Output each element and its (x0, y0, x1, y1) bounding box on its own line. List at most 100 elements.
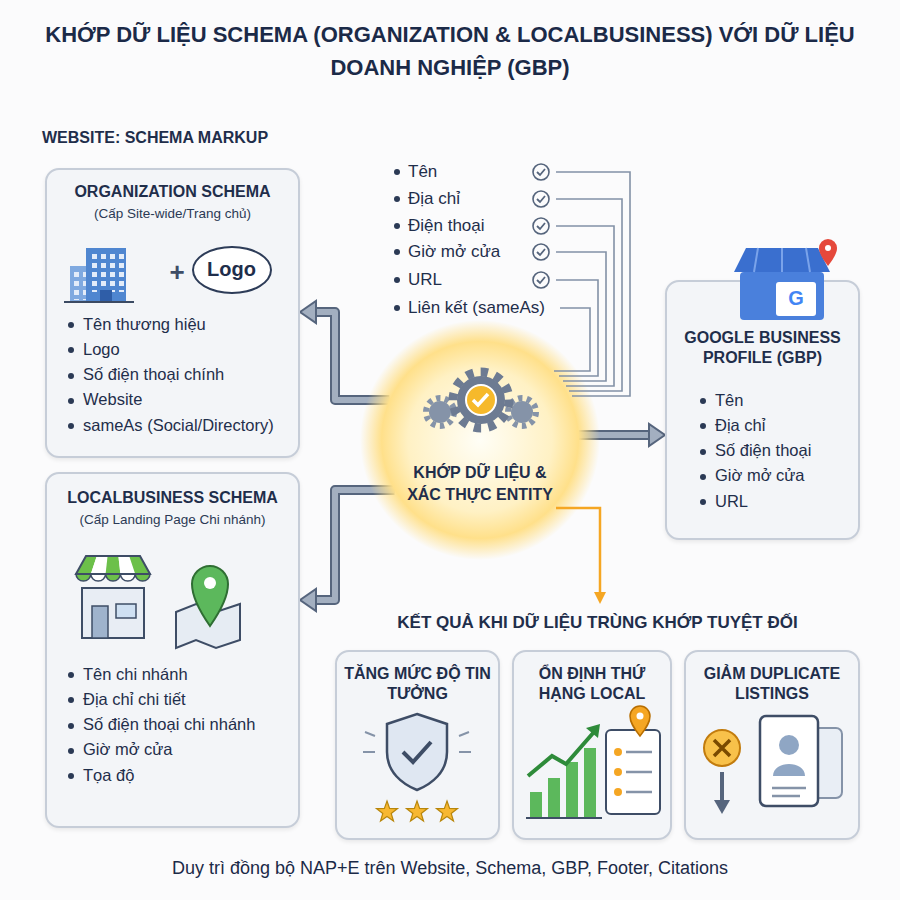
leader-lines-part (556, 226, 614, 386)
check-item: Giờ mở cửa (392, 241, 557, 263)
store-icon-part (106, 556, 121, 574)
logo-text: Logo (194, 257, 269, 282)
map-pin-icon (176, 566, 240, 648)
check-item: Tên (392, 161, 557, 183)
building-icon-part (86, 248, 126, 302)
building-icon (64, 248, 134, 302)
map-pin-icon-part (204, 577, 216, 589)
gbp-icon-part (776, 282, 816, 316)
store-icon-part (118, 556, 135, 574)
store-icon-part (82, 588, 144, 638)
logo-oval: Logo (192, 246, 272, 294)
gbp-icon-part (734, 248, 830, 272)
leader-lines-part (556, 280, 598, 376)
gbp-icon-part (819, 239, 837, 266)
diagram-caption: Duy trì đồng bộ NAP+E trên Website, Sche… (0, 857, 900, 880)
shield-icon-part (377, 801, 398, 821)
result-arrow-part (594, 592, 606, 604)
bullet-item: Tên chi nhánh (65, 664, 290, 684)
ranking-chart-icon-part (626, 771, 652, 774)
check-item: Điện thoại (392, 215, 557, 237)
leader-lines-part (554, 308, 590, 371)
building-icon-part (70, 266, 88, 302)
building-icon-part (88, 250, 124, 292)
result-card: ỔN ĐỊNH THỨ HẠNG LOCAL (512, 650, 672, 840)
ranking-chart-icon-part (584, 748, 596, 818)
shield-icon-part (437, 801, 458, 821)
plus-sign: + (165, 256, 189, 289)
schema-panel: LOCALBUSINESS SCHEMA (Cấp Landing Page Ch… (45, 472, 300, 828)
flow-arrow (300, 490, 395, 611)
building-icon-part (72, 270, 86, 300)
bullet-item: Giờ mở cửa (65, 739, 290, 759)
duplicate-icon-part (773, 764, 805, 776)
gear-icon-part (466, 385, 496, 415)
duplicate-icon-part (714, 740, 730, 756)
store-icon-part (106, 574, 121, 581)
store-icon-part (76, 556, 97, 574)
ranking-chart-icon-part (614, 788, 622, 796)
bullet-item: Logo (65, 339, 290, 359)
check-item: Liên kết (sameAs) (392, 297, 557, 319)
box-heading: GIẢM DUPLICATE LISTINGS (692, 664, 852, 704)
ranking-chart-icon-part (637, 713, 644, 720)
leader-lines-part (556, 252, 606, 381)
result-card: TĂNG MỨC ĐỘ TIN TƯỞNG (335, 650, 500, 840)
entity-circle: KHỚP DỮ LIỆU & XÁC THỰC ENTITY (380, 340, 580, 540)
store-icon-part (76, 556, 150, 574)
shield-icon-part (363, 732, 471, 752)
ranking-chart-icon-part (630, 706, 650, 736)
ranking-chart-icon-part (626, 751, 652, 754)
store-icon-part (76, 574, 91, 581)
store-icon-part (129, 556, 150, 574)
ranking-chart-icon-part (528, 732, 594, 776)
check-item: Địa chỉ (392, 188, 557, 210)
result-card: GIẢM DUPLICATE LISTINGS (684, 650, 860, 840)
bullet-item: Địa chỉ chi tiết (65, 689, 290, 709)
bullet-item: sameAs (Social/Directory) (65, 415, 290, 435)
duplicate-icon-part (720, 772, 724, 804)
gear-icon-part (453, 372, 509, 428)
gbp-icon-part (740, 272, 824, 320)
arrow-head (649, 424, 665, 446)
ranking-chart-icon (526, 706, 660, 818)
bullet-item: Giờ mở cửa (697, 465, 847, 485)
leader-lines-part (556, 199, 622, 391)
ranking-chart-icon-part (614, 768, 622, 776)
check-icons-part (533, 244, 549, 260)
bullet-item: Tọa độ (65, 765, 290, 785)
gear-icon-part (429, 401, 451, 423)
gear-icon-part (508, 398, 536, 426)
ranking-chart-icon-part (614, 748, 622, 756)
bullet-item: Tên (697, 390, 847, 410)
box-subtitle: (Cấp Site-wide/Trang chủ) (47, 206, 298, 223)
store-icon-part (135, 574, 150, 581)
arrow-head (300, 301, 316, 323)
box-heading: TĂNG MỨC ĐỘ TIN TƯỞNG (343, 664, 492, 704)
arrow-head (300, 589, 316, 611)
diagram-title: KHỚP DỮ LIỆU SCHEMA (ORGANIZATION & LOCA… (30, 18, 870, 84)
check-icons-part (533, 272, 549, 288)
gear-icon-part (511, 401, 533, 423)
ranking-chart-icon-part (530, 792, 542, 818)
store-icon (76, 556, 150, 638)
ranking-chart-icon-part (626, 791, 652, 794)
box-heading: ORGANIZATION SCHEMA (47, 182, 298, 202)
circle-glow (360, 320, 600, 560)
box-heading: LOCALBUSINESS SCHEMA (47, 488, 298, 508)
gear-icon (426, 372, 536, 428)
gbp-panel: GOOGLE BUSINESS PROFILE (GBP)TênĐịa chỉS… (665, 280, 860, 540)
building-icon-part (100, 290, 112, 302)
ranking-chart-icon-part (566, 762, 578, 818)
bullet-item: Số điện thoại (697, 440, 847, 460)
store-icon-part (91, 574, 106, 581)
bullet-item: Số điện thoại chính (65, 364, 290, 384)
store-icon-part (120, 574, 135, 581)
store-icon-part (116, 604, 136, 618)
duplicate-icon-part (704, 730, 740, 766)
bullet-item: Địa chỉ (697, 415, 847, 435)
bullet-item: Website (65, 389, 290, 409)
ranking-chart-icon-part (606, 730, 660, 814)
bullet-item: Tên thương hiệu (65, 314, 290, 334)
box-subtitle: (Cấp Landing Page Chi nhánh) (47, 512, 298, 529)
